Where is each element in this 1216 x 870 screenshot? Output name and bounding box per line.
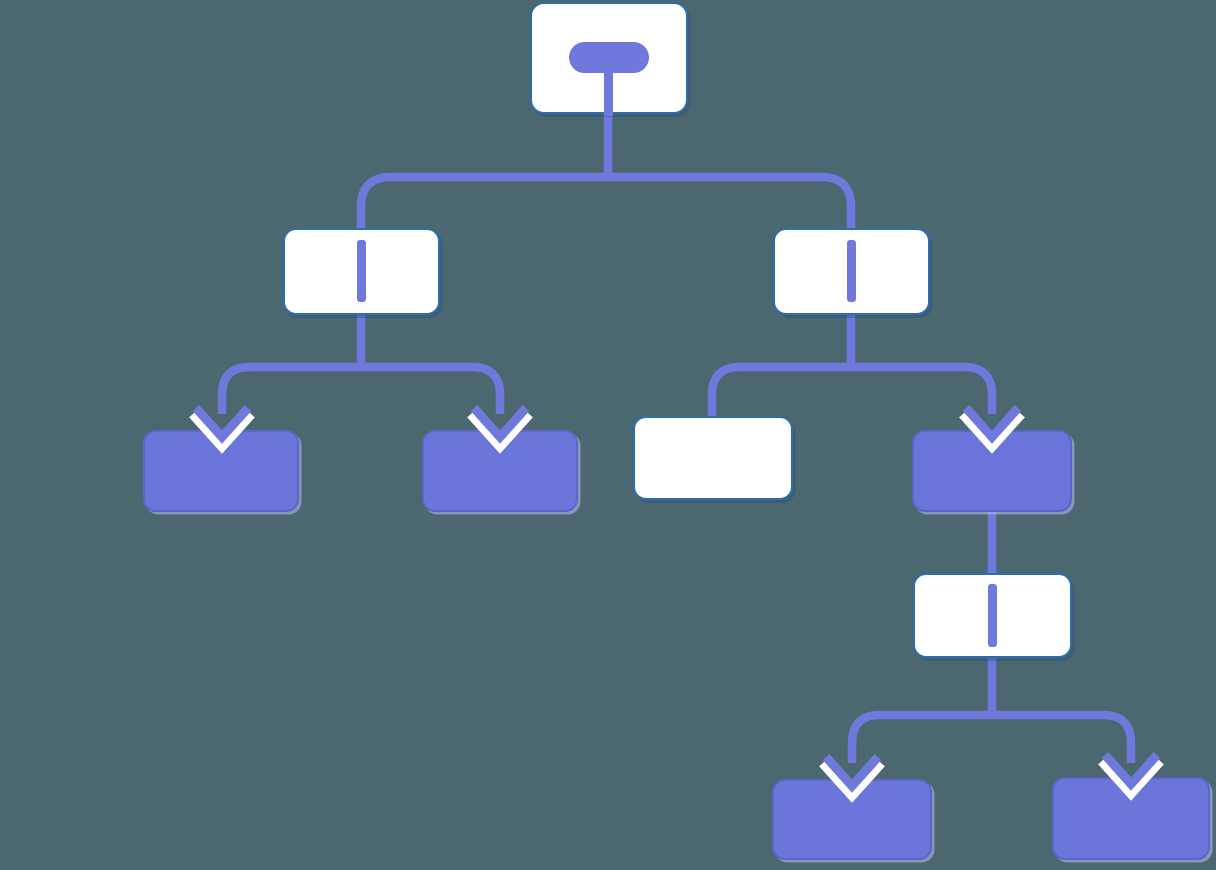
node-branch-right[interactable]: [773, 228, 930, 315]
root-pill-stem: [604, 68, 613, 116]
node-leaf-a[interactable]: [143, 430, 299, 512]
node-branch-left[interactable]: [283, 228, 440, 315]
node-purple-right[interactable]: [912, 430, 1072, 512]
node-leaf-c[interactable]: [772, 779, 932, 860]
node-root[interactable]: [530, 2, 688, 116]
node-leaf-d[interactable]: [1052, 777, 1210, 860]
divider-mark: [357, 240, 366, 302]
divider-mark: [988, 584, 997, 647]
node-plain-white[interactable]: [633, 416, 793, 500]
divider-mark: [847, 240, 856, 302]
root-pill-shape: [569, 42, 649, 73]
node-leaf-b[interactable]: [422, 430, 578, 512]
node-branch-lower[interactable]: [913, 573, 1072, 658]
